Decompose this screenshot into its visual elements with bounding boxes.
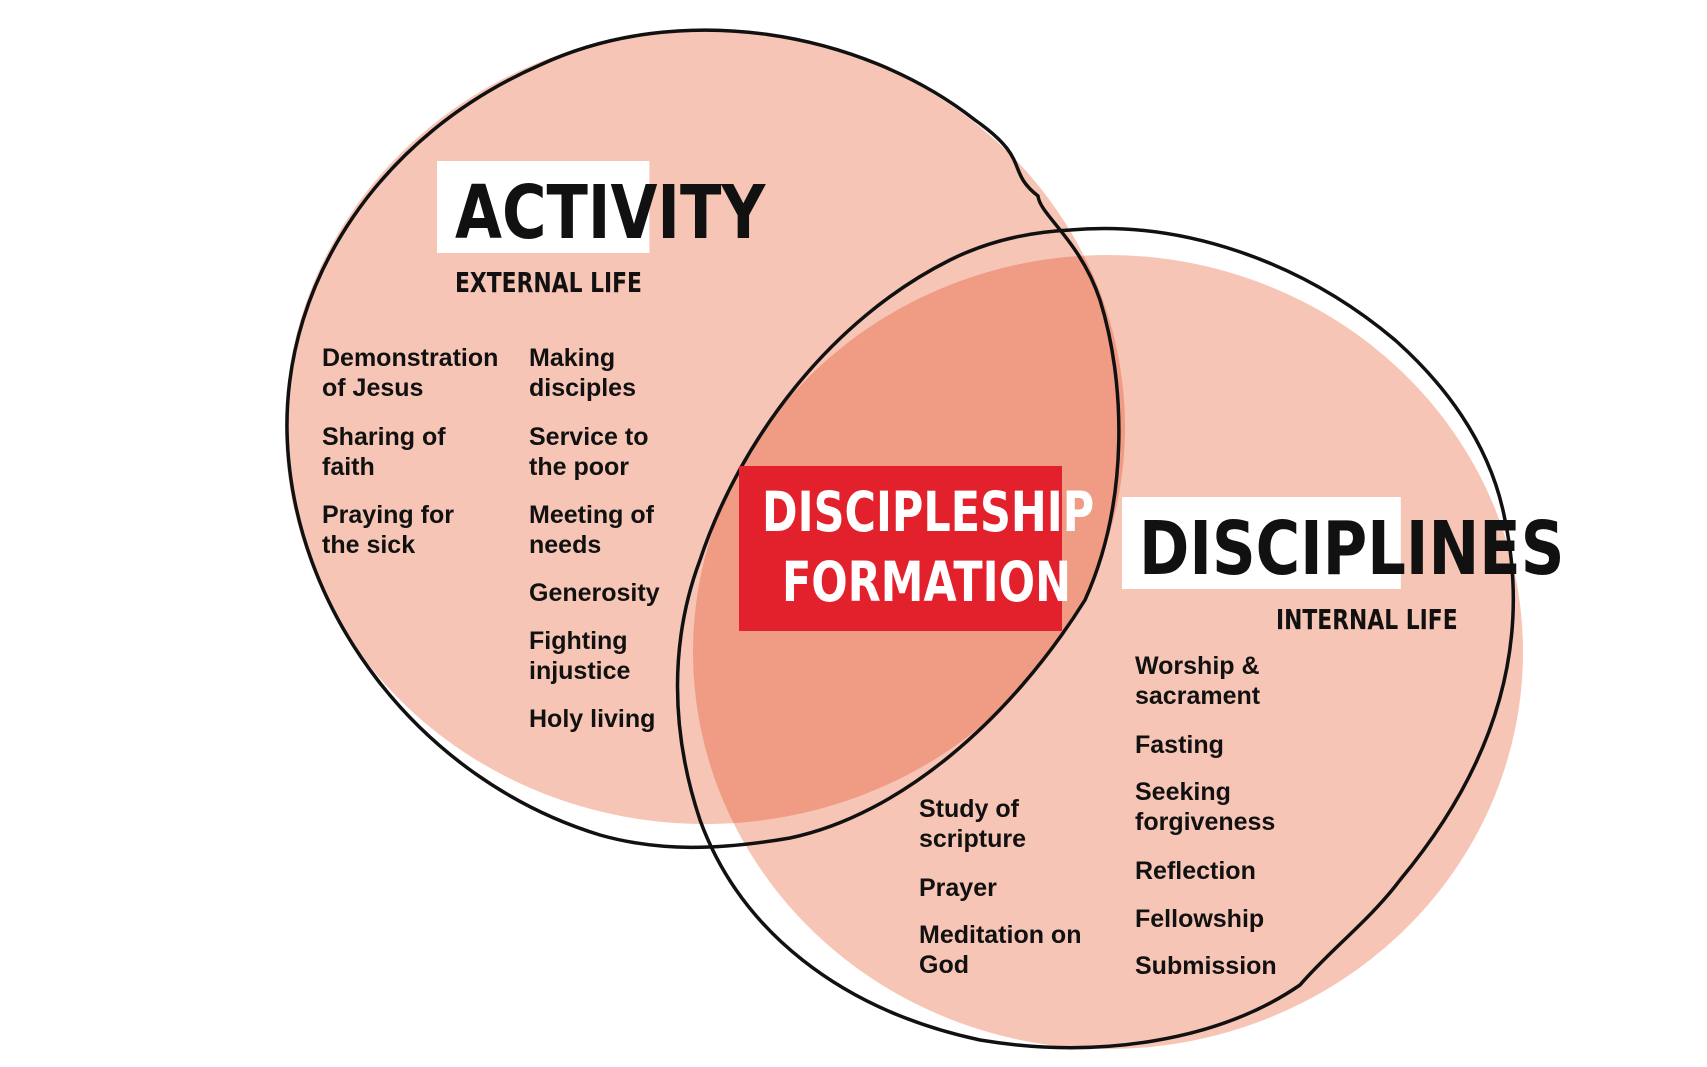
discipline-item: Prayer [919,874,997,902]
discipline-item: Meditation on God [919,921,1082,979]
discipline-item: Submission [1135,952,1277,980]
discipline-item: Seeking forgiveness [1135,778,1276,836]
activity-item: Demonstration of Jesus [322,344,499,402]
discipline-item: Reflection [1135,857,1256,885]
activity-item: Praying for the sick [322,501,454,559]
activity-item: Meeting of needs [529,501,654,559]
center-title-line2: FORMATION [782,550,1071,614]
discipline-item: Worship & sacrament [1135,652,1261,710]
discipline-item: Study of scripture [919,795,1026,853]
center-title-line1: DISCIPLESHIP [762,480,1095,544]
activity-subtitle: EXTERNAL LIFE [455,266,642,299]
activity-circle-outline [285,28,1121,850]
activity-item: Holy living [529,705,656,733]
discipleship-formation-box [739,466,1062,631]
activity-item: Making disciples [529,344,636,402]
disciplines-subtitle: INTERNAL LIFE [1276,603,1458,636]
activity-item: Generosity [529,579,660,607]
activity-item: Fighting injustice [529,627,631,685]
discipline-item: Fasting [1135,731,1224,759]
disciplines-title: DISCIPLINES [1139,506,1565,592]
discipline-item: Fellowship [1135,905,1265,933]
activity-title-box [437,161,650,253]
activity-item: Service to the poor [529,423,649,481]
activity-item: Sharing of faith [322,423,446,481]
disciplines-circle-outline [675,226,1516,1050]
disciplines-title-box [1122,497,1401,589]
activity-title: ACTIVITY [455,170,766,256]
